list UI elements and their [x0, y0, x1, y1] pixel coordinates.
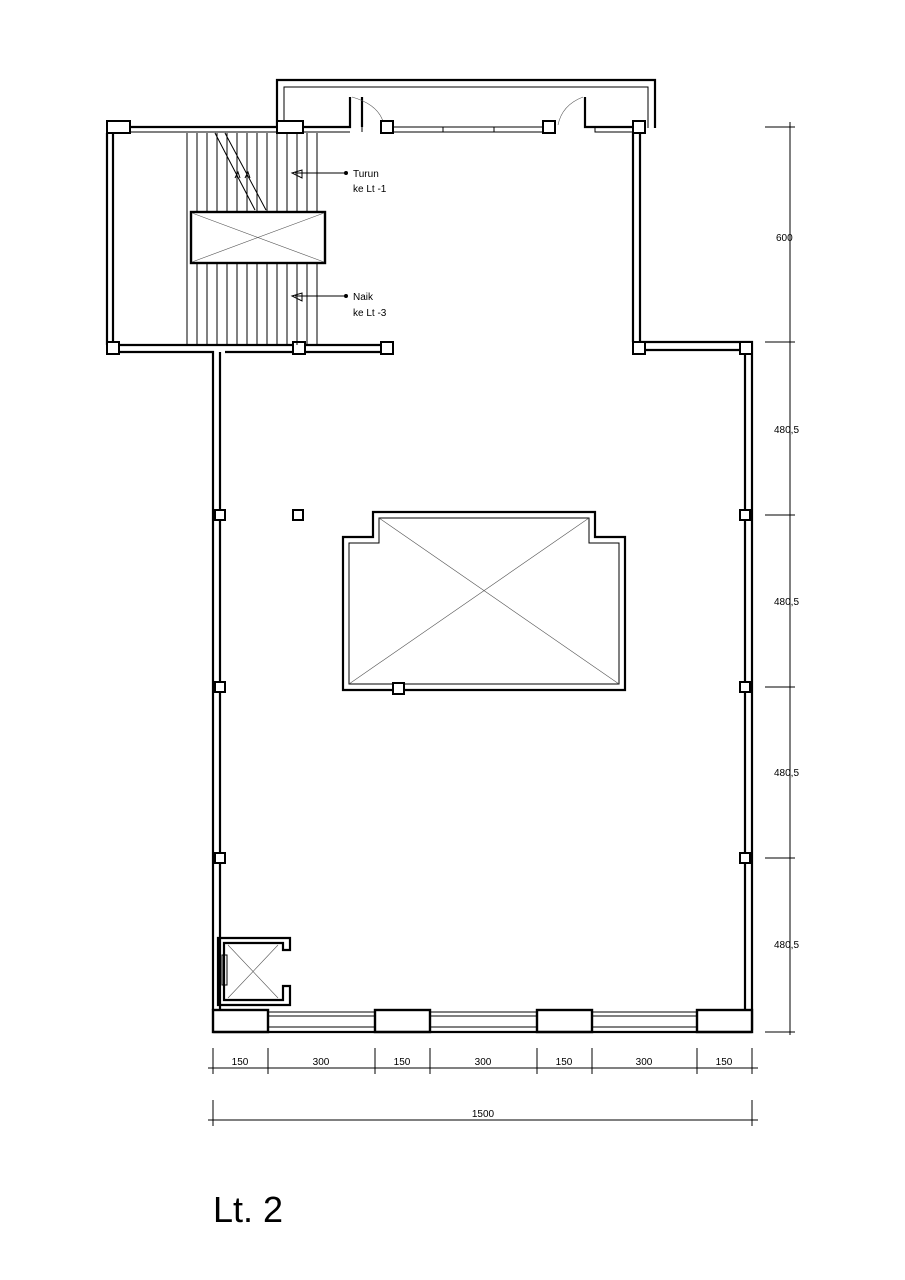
dim-480-2: 480,5	[774, 597, 799, 608]
dim-h-4: 300	[475, 1057, 492, 1068]
dim-600: 600	[776, 233, 793, 244]
south-wall	[211, 1008, 754, 1034]
dim-h-2: 300	[313, 1057, 330, 1068]
door-swing-right	[557, 96, 584, 126]
arrow-up	[290, 292, 348, 302]
dim-480-4: 480,5	[774, 940, 799, 951]
door-swing-left	[351, 96, 385, 126]
floor-title: Lt. 2	[213, 1189, 283, 1230]
dim-h-1: 150	[232, 1057, 249, 1068]
entrance-canopy	[275, 78, 657, 128]
lift	[216, 936, 292, 1007]
dim-480-1: 480,5	[774, 425, 799, 436]
dim-480-3: 480,5	[774, 768, 799, 779]
label-naik: Naik	[353, 292, 374, 303]
stair-block: Turun ke Lt -1 Naik ke Lt -3	[105, 132, 642, 1010]
stair-treads	[186, 132, 318, 345]
label-ke-lt-3: ke Lt -3	[353, 308, 387, 319]
horizontal-dimensions: 150 300 150 300 150 300 150 1500	[208, 1048, 758, 1126]
label-ke-lt-1: ke Lt -1	[353, 184, 387, 195]
vertical-dimensions: 600 480,5 480,5 480,5 480,5	[765, 122, 799, 1035]
dim-h-7: 150	[716, 1057, 733, 1068]
dim-h-3: 150	[394, 1057, 411, 1068]
dim-total: 1500	[472, 1109, 495, 1120]
label-turun: Turun	[353, 169, 379, 180]
north-wall	[106, 96, 646, 134]
main-hall	[214, 340, 754, 1030]
dim-h-5: 150	[556, 1057, 573, 1068]
dim-h-6: 300	[636, 1057, 653, 1068]
arrow-down	[290, 169, 348, 179]
central-void	[341, 510, 627, 695]
